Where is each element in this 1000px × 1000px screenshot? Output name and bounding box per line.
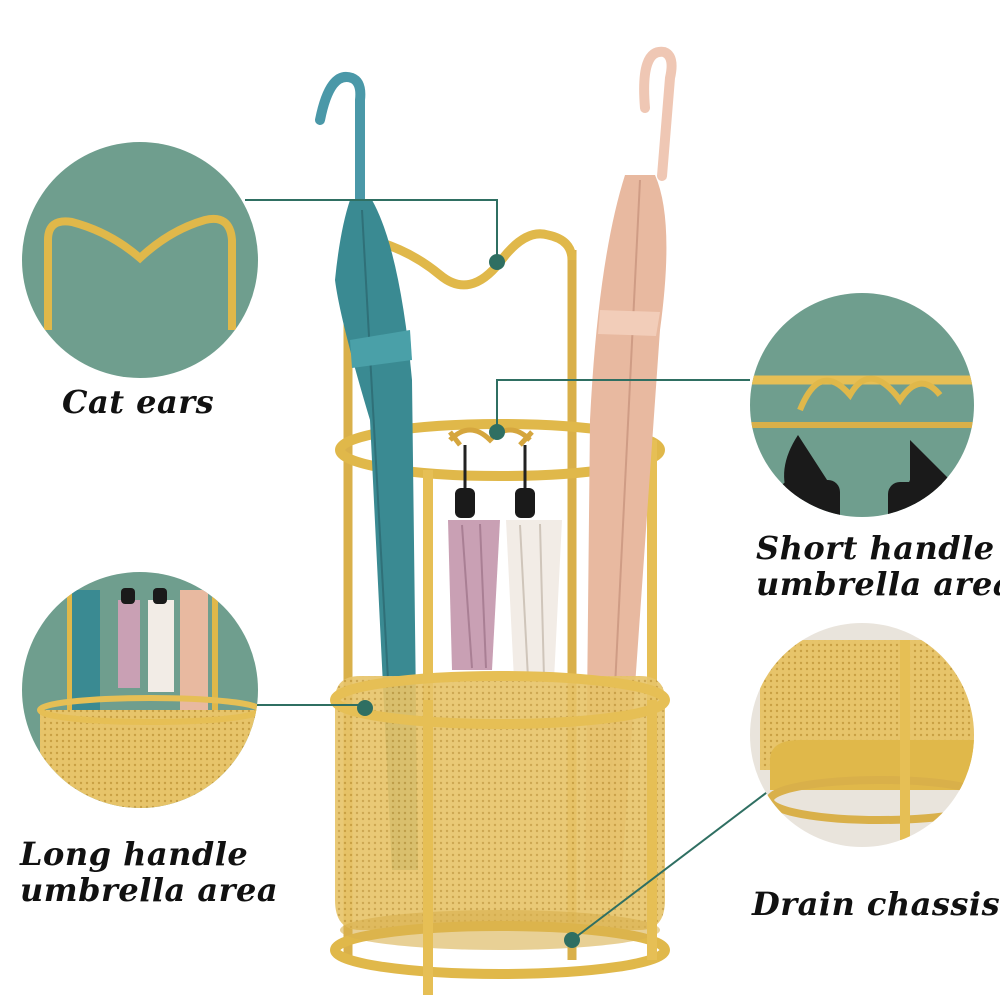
short-handle-label-line2: umbrella area xyxy=(756,565,1000,603)
short-handle-label: Short handle umbrella area xyxy=(756,530,1000,602)
long-handle-label: Long handle umbrella area xyxy=(20,836,278,908)
drain-chassis-detail-circle xyxy=(750,623,974,847)
short-hooks-detail-circle xyxy=(750,293,974,517)
short-umbrellas xyxy=(448,445,562,680)
umbrella-rack xyxy=(315,46,677,995)
long-handle-label-line2: umbrella area xyxy=(20,871,279,909)
short-handle-label-line1: Short handle xyxy=(756,529,995,567)
cat-ears-detail-circle xyxy=(22,142,258,378)
long-handle-detail-circle xyxy=(22,572,258,808)
drain-chassis-label: Drain chassis xyxy=(752,885,1000,923)
callout-lines xyxy=(245,199,771,948)
cat-ears-label: Cat ears xyxy=(62,383,215,421)
long-handle-label-line1: Long handle xyxy=(20,835,249,873)
